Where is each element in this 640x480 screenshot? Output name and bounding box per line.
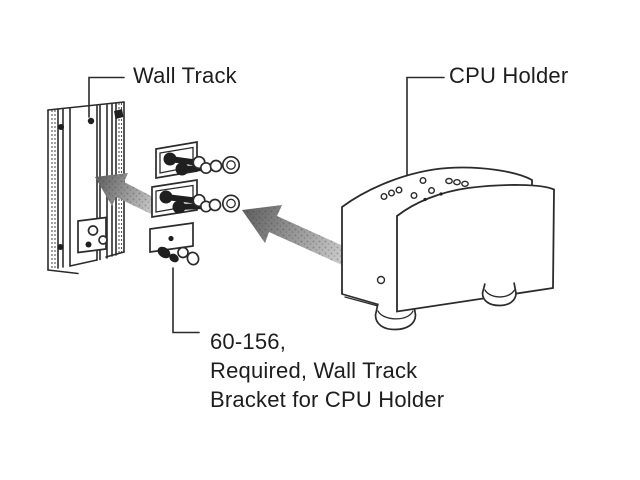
bracket-plate-bottom <box>149 222 194 253</box>
cpu-holder-drawing <box>341 166 555 331</box>
cpu-holder-leader-line <box>406 76 445 193</box>
washer-pair-middle <box>208 194 241 213</box>
wall-track-label: Wall Track <box>133 63 237 88</box>
assembly-arrow-right-icon <box>242 205 350 265</box>
bracket-plate-middle <box>151 179 213 218</box>
part-note-line-2: Required, Wall Track <box>210 358 418 383</box>
part-note-line-1: 60-156, <box>210 329 287 354</box>
assembly-arrow-left-icon <box>95 173 161 215</box>
bracket-plate-top <box>155 140 213 180</box>
cpu-holder-label: CPU Holder <box>449 63 569 88</box>
cpu-holder-foot-right <box>481 282 517 307</box>
wall-track-leader-line <box>88 76 125 118</box>
wall-track-bottom-bracket <box>57 216 108 254</box>
bracket-screw <box>157 246 200 266</box>
part-note-label: 60-156, Required, Wall Track Bracket for… <box>210 327 444 414</box>
cpu-holder-top-holes <box>380 176 469 202</box>
part-note-leader-line <box>172 267 200 334</box>
wall-track-mount-holes <box>58 109 124 130</box>
part-note-line-3: Bracket for CPU Holder <box>210 387 445 412</box>
washer-pair-top <box>209 155 241 175</box>
